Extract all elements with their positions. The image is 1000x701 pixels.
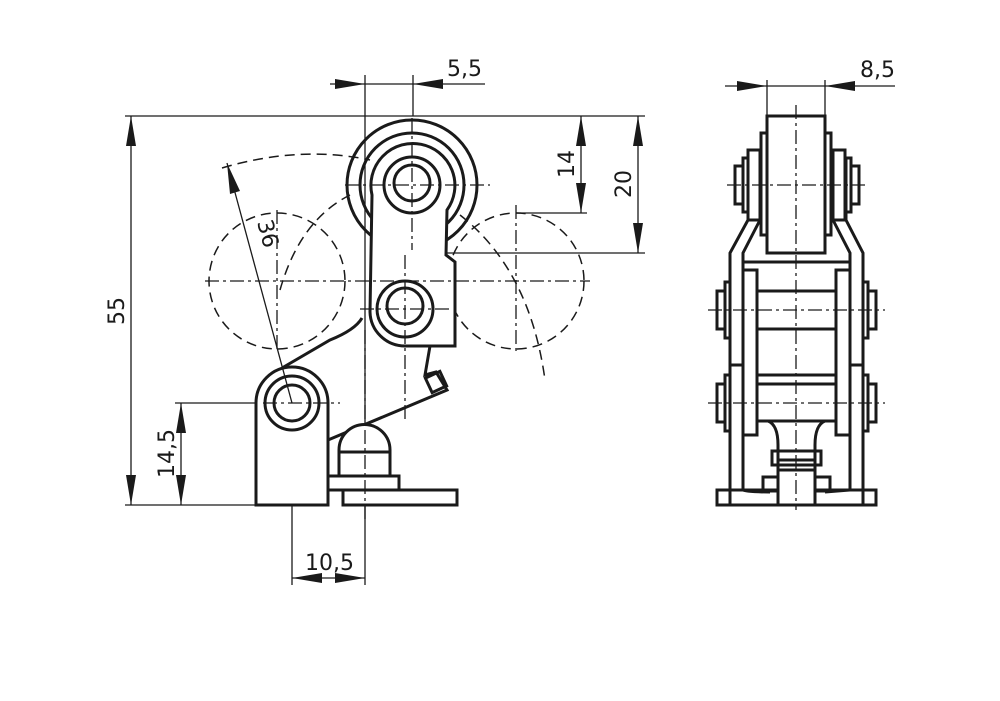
dim-5-5: 5,5 — [330, 57, 485, 89]
dim-10-5: 10,5 — [292, 551, 365, 583]
front-view: 8,5 — [708, 58, 895, 510]
dim-label: 5,5 — [447, 57, 482, 82]
dim-14-5: 14,5 — [155, 403, 186, 505]
dim-label: 10,5 — [305, 551, 354, 576]
dim-label: 20 — [612, 170, 637, 198]
dim-8-5: 8,5 — [725, 58, 895, 91]
base-bracket — [254, 365, 330, 507]
dim-label: 55 — [105, 297, 130, 325]
base-plate — [341, 488, 459, 507]
dim-55: 55 — [105, 116, 136, 505]
swing-arc-left — [221, 153, 371, 169]
dim-label: 8,5 — [860, 58, 895, 83]
dim-20: 20 — [612, 116, 643, 253]
dim-14: 14 — [555, 116, 586, 213]
dim-label: 14,5 — [155, 429, 180, 478]
dim-label: 14 — [555, 150, 580, 178]
side-view: 5,5 55 14 20 14,5 10,5 — [105, 57, 645, 585]
swing-arc-right — [459, 214, 546, 381]
swing-arc-mid — [279, 194, 351, 291]
dim-label: 36 — [251, 217, 282, 251]
